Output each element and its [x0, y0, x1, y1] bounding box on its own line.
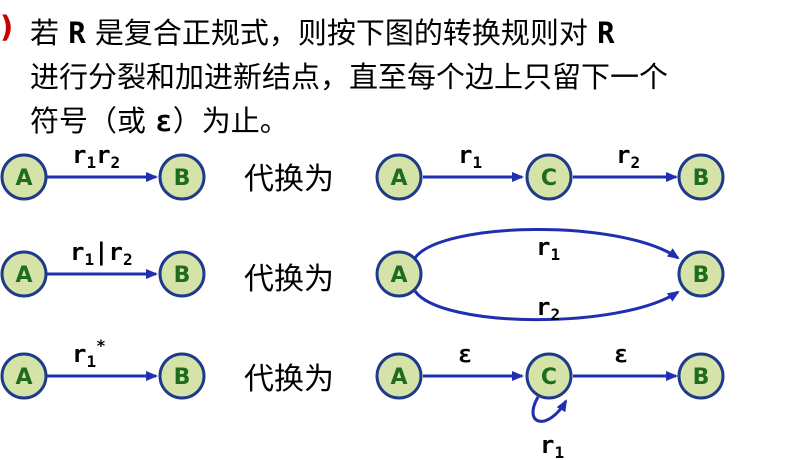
- intro-R-2: R: [597, 16, 615, 50]
- rule-2-right: r1 r2 A B: [375, 228, 725, 324]
- node-A-r2l: A: [0, 250, 48, 298]
- svg-text:B: B: [174, 365, 191, 390]
- rule-3-left: r1* A B: [0, 336, 206, 400]
- svg-text:C: C: [541, 365, 557, 390]
- node-A-r3l: A: [0, 352, 48, 400]
- node-A-r1r: A: [375, 153, 423, 201]
- node-C-r1r: C: [525, 153, 573, 201]
- svg-text:A: A: [15, 166, 32, 191]
- rule-2-right-lower-edge: [413, 290, 680, 322]
- node-A-r3r: A: [375, 352, 423, 400]
- svg-text:A: A: [15, 365, 32, 390]
- node-A-r2r: A: [375, 250, 423, 298]
- intro-epsilon: ε: [155, 104, 173, 138]
- rule-1-right: r1 r2 A C B: [375, 141, 725, 201]
- intro-line-1-b: 是复合正规式，则按下图的转换规则对: [85, 16, 598, 50]
- rule-1-right-label-2: r2: [616, 141, 640, 172]
- svg-text:B: B: [693, 263, 710, 288]
- node-A-r1l: A: [0, 153, 48, 201]
- intro-line-1-a: 若: [30, 16, 69, 50]
- svg-text:A: A: [390, 365, 407, 390]
- rule-1-left: r1r2 A B: [0, 141, 206, 201]
- intro-line-2: 进行分裂和加进新结点，直至每个边上只留下一个: [30, 60, 669, 94]
- svg-text:B: B: [693, 365, 710, 390]
- rule-2-left: r1|r2 A B: [0, 238, 206, 298]
- node-B-r1l: B: [158, 153, 206, 201]
- intro-line-1: ) 若 R 是复合正规式，则按下图的转换规则对 R: [0, 10, 615, 52]
- intro-line-3: 符号（或 ε）为止。: [30, 98, 289, 140]
- svg-text:B: B: [174, 166, 191, 191]
- replace-label-2: 代换为: [244, 262, 334, 297]
- node-C-r3r: C: [525, 352, 573, 400]
- svg-text:B: B: [693, 166, 710, 191]
- svg-text:A: A: [390, 263, 407, 288]
- intro-line-3-b: ）为止。: [172, 104, 289, 138]
- rule-3-right-label-loop: r1: [540, 431, 564, 460]
- rule-3-right-loop-edge: [531, 396, 568, 423]
- svg-text:B: B: [174, 263, 191, 288]
- node-B-r2r: B: [677, 250, 725, 298]
- svg-text:A: A: [15, 263, 32, 288]
- rule-2-right-upper-edge: [413, 228, 680, 260]
- svg-text:A: A: [390, 166, 407, 191]
- rule-3-right-label-2: ε: [614, 340, 628, 368]
- rule-3-right-label-1: ε: [458, 340, 472, 368]
- node-B-r3l: B: [158, 352, 206, 400]
- rule-3-left-label: r1*: [72, 336, 106, 371]
- svg-text:C: C: [541, 166, 557, 191]
- rule-2-right-label-1: r1: [536, 233, 560, 264]
- rule-3-right: ε ε r1 A C B: [375, 340, 725, 460]
- rule-1-right-label-1: r1: [458, 141, 482, 172]
- rule-1-left-label: r1r2: [72, 141, 120, 172]
- node-B-r2l: B: [158, 250, 206, 298]
- rule-2-left-label: r1|r2: [70, 238, 133, 269]
- replace-label-3: 代换为: [244, 362, 334, 397]
- replace-label-1: 代换为: [244, 162, 334, 197]
- node-B-r1r: B: [677, 153, 725, 201]
- node-B-r3r: B: [677, 352, 725, 400]
- intro-R-1: R: [68, 16, 86, 50]
- intro-line-3-a: 符号（或: [30, 104, 156, 138]
- bullet-marker: ): [0, 10, 14, 44]
- rule-2-right-label-2: r2: [536, 293, 560, 324]
